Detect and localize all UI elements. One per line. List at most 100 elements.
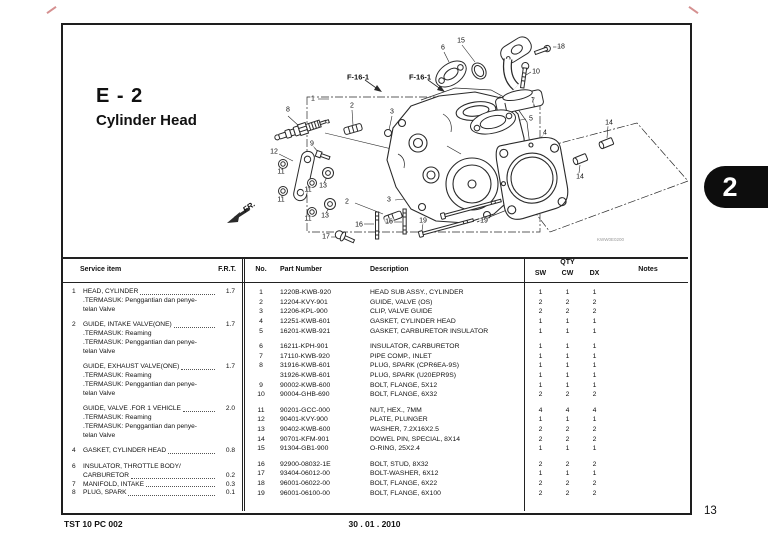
service-frt-value: 0.2 — [225, 471, 235, 479]
part-number-cell: 91304-GB1-900 — [280, 445, 329, 453]
part-ref-no: 19 — [257, 489, 265, 497]
page-title: Cylinder Head — [96, 112, 197, 129]
part-description-cell: HEAD SUB ASSY., CYLINDER — [370, 289, 464, 296]
table-header-rule — [61, 282, 688, 283]
long-bolt-illustration-19a — [418, 218, 475, 238]
o-ring-illustration — [471, 62, 487, 80]
bolt-washer-illustration-17 — [334, 230, 356, 244]
part-description-cell: PLUG, SPARK (U20EPR9S) — [370, 372, 456, 379]
service-item-text: .TERMASUK: Penggantian dan penye- — [83, 381, 197, 389]
flange-bolt-5x12-illustration — [314, 149, 331, 161]
qty-cw-cell: 2 — [565, 308, 570, 316]
table-top-rule — [61, 257, 688, 259]
service-item-text: CARBURETOR — [83, 471, 130, 479]
part-ref-no: 5 — [259, 327, 263, 335]
notes-cell — [608, 381, 688, 391]
qty-cw-cell: 1 — [565, 416, 570, 424]
part-number-cell: 90402-KWB-600 — [280, 425, 331, 433]
chapter-tab: 2 — [704, 166, 768, 208]
part-number-cell: 12251-KWB-601 — [280, 318, 331, 326]
dotted-leader — [128, 489, 215, 497]
qty-dx-cell: 1 — [592, 362, 597, 370]
service-item-text: GUIDE, EXHAUST VALVE(ONE) — [83, 363, 180, 371]
service-item-text: .TERMASUK: Penggantian dan penye- — [83, 423, 197, 431]
service-item-number — [72, 339, 83, 348]
chapter-tab-number: 2 — [722, 171, 738, 202]
service-item-text: .TERMASUK: Penggantian dan penye- — [83, 338, 197, 346]
service-item-number — [72, 348, 83, 357]
notes-cell — [608, 371, 688, 381]
notes-cell — [608, 352, 688, 362]
qty-sw-cell: 2 — [538, 308, 543, 316]
qty-cw-cell: 1 — [565, 352, 570, 360]
service-item-number — [72, 405, 83, 414]
notes-cell — [608, 425, 688, 435]
qty-sw-cell: 2 — [538, 298, 543, 306]
service-item-text: .TERMASUK: Reaming — [83, 372, 152, 380]
part-ref-no: 15 — [257, 445, 265, 453]
qty-sw-header: SW — [534, 270, 547, 277]
service-frt-value: 1.7 — [225, 288, 235, 295]
part-number-cell: 16201-KWB-921 — [280, 327, 331, 335]
service-line: telan Valve — [72, 432, 235, 441]
part-ref-no — [248, 371, 274, 381]
part-description-cell: PLATE, PLUNGER — [370, 416, 428, 424]
qty-dx-cell: 2 — [592, 479, 597, 487]
notes-cell — [608, 435, 688, 445]
notes-cell — [608, 307, 688, 317]
part-ref-no: 8 — [259, 362, 263, 370]
part-number-cell: 90201-GCC-000 — [280, 406, 330, 414]
service-frt-value: 2.0 — [225, 405, 235, 413]
service-line: .TERMASUK: Penggantian dan penye- — [72, 297, 235, 306]
qty-cw-cell: 1 — [565, 445, 570, 453]
part-description-cell: CLIP, VALVE GUIDE — [370, 308, 433, 316]
qty-cw-cell: 1 — [565, 289, 570, 296]
service-item-number: 7 — [72, 480, 76, 488]
part-ref-no: 12 — [257, 416, 265, 424]
part-number-cell: 90701-KFM-901 — [280, 435, 330, 443]
part-ref-no: 4 — [259, 318, 263, 326]
service-item-text: .TERMASUK: Penggantian dan penye- — [83, 296, 197, 304]
service-item-text: telan Valve — [83, 347, 116, 355]
service-item: GUIDE, EXHAUST VALVE(ONE)1.7.TERMASUK: R… — [72, 363, 235, 399]
inlet-pipe-illustration — [495, 36, 544, 115]
service-line: CARBURETOR 0.2 — [72, 472, 235, 481]
plunger-plate-illustration — [293, 150, 315, 202]
qty-cw-cell: 1 — [565, 362, 570, 370]
qty-dx-cell: 1 — [592, 318, 597, 326]
service-line: .TERMASUK: Reaming — [72, 330, 235, 339]
part-number-cell: 12206-KPL-900 — [280, 308, 328, 316]
qty-sw-cell: 1 — [538, 289, 543, 296]
service-item-number: 4 — [72, 447, 76, 455]
part-description-cell: NUT, HEX., 7MM — [370, 406, 422, 414]
frt-header: F.R.T. — [218, 266, 236, 273]
notes-cell — [608, 444, 688, 454]
part-ref-no: 3 — [259, 308, 263, 316]
part-number-cell: 96001-06022-00 — [280, 479, 330, 487]
service-frt-value: 0.3 — [225, 480, 235, 488]
page-border-box — [61, 23, 692, 515]
part-ref-no: 9 — [259, 381, 263, 389]
part-description-cell: GASKET, CYLINDER HEAD — [370, 318, 456, 326]
notes-cell — [608, 415, 688, 425]
qty-dx-cell: 1 — [592, 470, 597, 478]
qty-cw-cell: 2 — [565, 460, 570, 468]
part-number-cell: 92900-08032-1E — [280, 460, 331, 468]
service-line: GUIDE, EXHAUST VALVE(ONE)1.7 — [72, 363, 235, 372]
service-item-number — [72, 381, 83, 390]
crop-mark-right — [688, 6, 699, 14]
qty-sw-cell: 1 — [538, 342, 543, 350]
dowel-pin-illustration-2 — [572, 153, 589, 166]
qty-dx-cell: 2 — [592, 489, 597, 497]
service-item-text: .TERMASUK: Reaming — [83, 330, 152, 338]
